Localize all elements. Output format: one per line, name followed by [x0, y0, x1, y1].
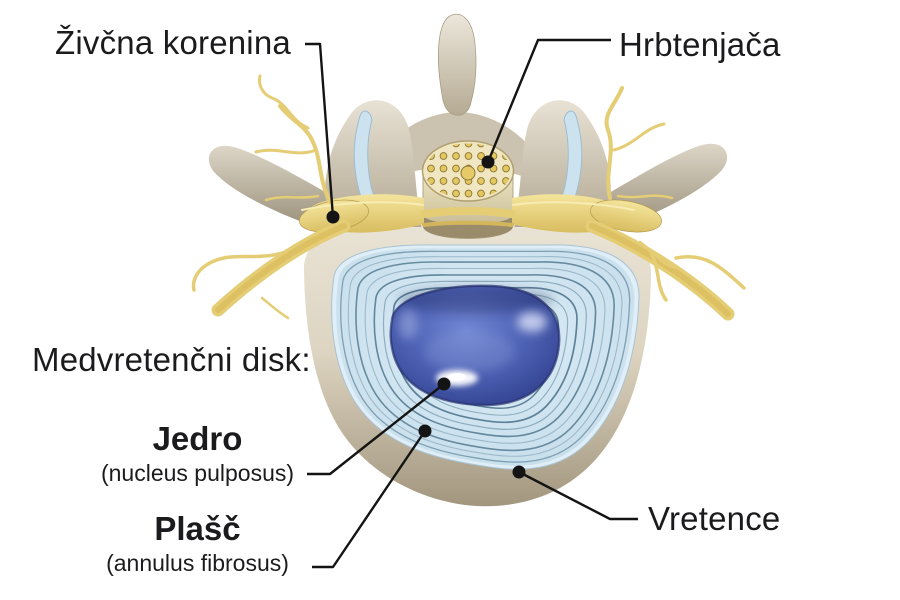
- label-nerve-root: Živčna korenina: [55, 24, 291, 61]
- spinal-cord-cut-shadow: [423, 214, 513, 238]
- nucleus-pulposus: [389, 284, 561, 407]
- central-canal: [460, 165, 476, 181]
- label-annulus: Plašč (annulus fibrosus): [90, 508, 305, 579]
- leader-spinal-cord: [481, 38, 611, 169]
- leader-annulus: [312, 424, 432, 569]
- label-spinal-cord: Hrbtenjača: [619, 26, 781, 63]
- label-vertebra: Vretence: [648, 500, 781, 537]
- spinous-process: [437, 13, 477, 116]
- leader-nucleus: [307, 377, 451, 476]
- label-annulus-latin: (annulus fibrosus): [106, 550, 289, 577]
- nerve-root-right: [420, 86, 746, 321]
- leader-nerve-root: [305, 42, 340, 224]
- label-disc-heading: Medvretenčni disk:: [32, 341, 311, 378]
- label-nucleus-name: Jedro: [152, 420, 243, 457]
- label-nucleus-latin: (nucleus pulposus): [100, 460, 295, 487]
- nerve-root-left: [191, 74, 424, 320]
- label-annulus-name: Plašč: [154, 510, 241, 547]
- label-nucleus: Jedro (nucleus pulposus): [90, 418, 305, 489]
- leader-vertebra: [512, 465, 638, 521]
